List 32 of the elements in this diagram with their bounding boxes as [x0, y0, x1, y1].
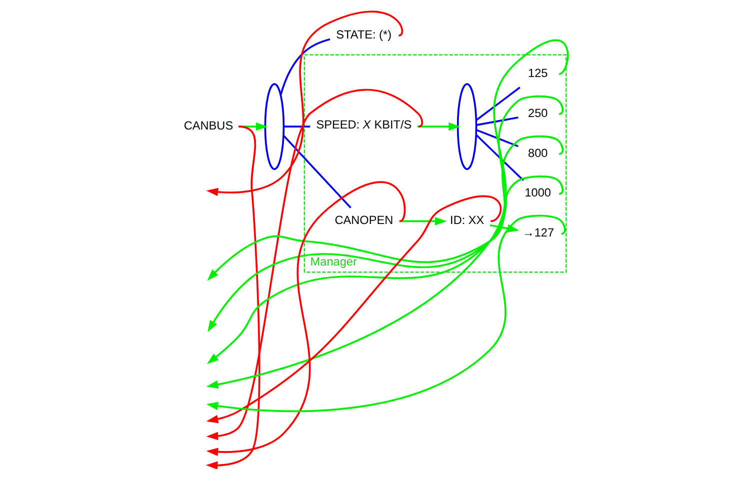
arrow: [206, 88, 423, 440]
node-text: ID: XX: [450, 213, 484, 228]
node-text: SPEED: X KBIT/S: [316, 118, 412, 132]
connector: [476, 129, 519, 148]
node-text: 1000: [524, 186, 552, 200]
connector: [476, 116, 518, 126]
node-ellipse: [264, 83, 285, 170]
arrow: [206, 195, 502, 424]
connector: [476, 86, 520, 121]
arrow: [399, 217, 447, 226]
node-text: 800: [528, 146, 548, 160]
connector: [284, 126, 310, 128]
arrow: [206, 40, 569, 389]
node-text: CANOPEN: [334, 213, 394, 228]
node-text: 250: [528, 106, 548, 120]
arrow: [206, 10, 403, 196]
node-ellipse: [456, 83, 478, 170]
arrow: [238, 122, 268, 131]
arrow: [206, 214, 566, 412]
arrow: [206, 182, 406, 456]
node-text: CANBUS: [184, 118, 234, 132]
connector: [280, 38, 330, 96]
arrow: [206, 95, 564, 364]
connector: [476, 134, 524, 182]
node-text: STATE: (*): [336, 27, 392, 42]
node-text: 125: [528, 66, 548, 80]
node-text: →127: [522, 226, 554, 240]
connector: [282, 135, 352, 208]
arrow: [207, 176, 564, 281]
arrow: [418, 122, 461, 131]
arrow: [206, 126, 260, 469]
arrow: [208, 135, 564, 332]
